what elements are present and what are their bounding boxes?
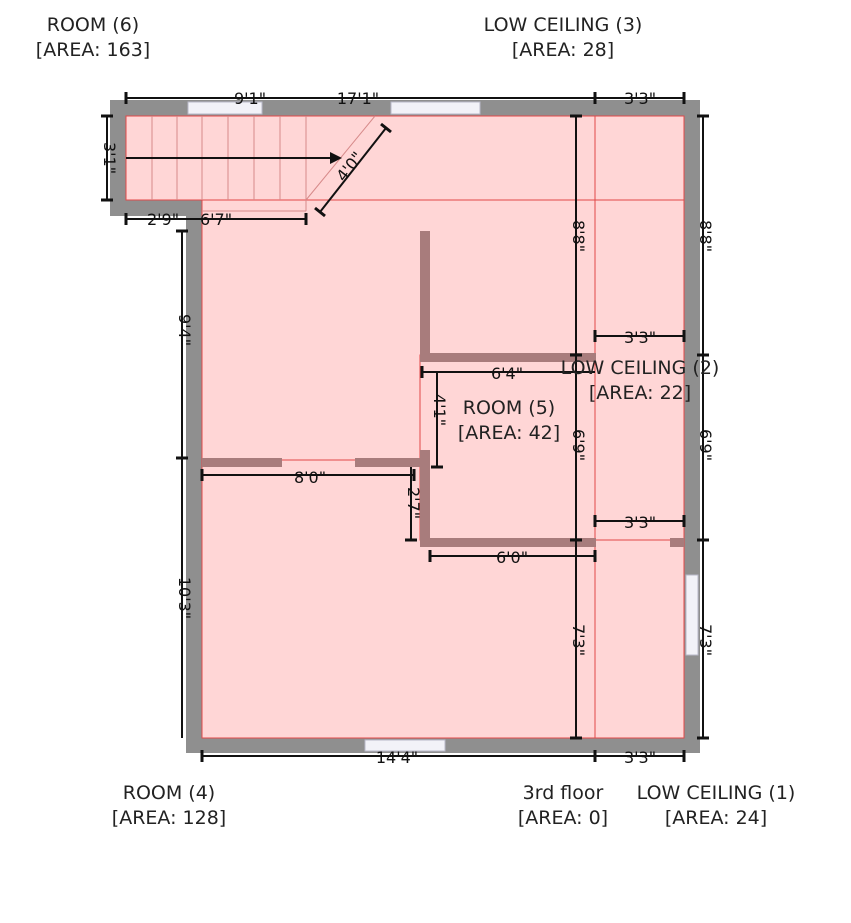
low-ceiling-stub-wall [670,538,684,547]
hall-wall-right [355,458,420,467]
dim-label: 7'3" [569,624,588,656]
room-outline [201,115,685,739]
dim-label: 2'7" [404,487,423,519]
window-south [364,739,446,752]
room-name: ROOM (6) [47,14,139,36]
hall-wall-left [202,458,282,467]
window-north-1 [187,101,263,115]
west-wall [186,200,202,753]
room-5-north-wall [420,353,596,362]
dim-label: 6'0" [496,548,528,567]
main-floor [202,116,684,738]
room-name: ROOM (4) [123,782,215,804]
floor-area: [AREA: 0] [518,807,608,829]
dim-tick [314,206,326,218]
room-5-west-wall [420,450,430,546]
window-north-2 [390,101,481,115]
dim-label: 8'8" [696,220,715,252]
staircase [126,115,376,212]
dim-label: 3'3" [624,513,656,532]
room-area: [AREA: 28] [512,39,614,61]
interior-walls [202,231,684,547]
room-name: ROOM (5) [463,397,555,419]
dim-label: 7'3" [696,624,715,656]
dim-label: 3'3" [624,89,656,108]
dim-label: 17'1" [337,89,379,108]
room-labels: ROOM (6) [AREA: 163] LOW CEILING (3) [AR… [36,14,796,829]
dim-label: 3'3" [624,328,656,347]
dim-label: 6'7" [200,210,232,229]
dim-label: 9'4" [175,314,194,346]
stair-direction-arrow [330,152,342,164]
dim-label: 8'8" [569,220,588,252]
stair-west-wall [110,100,126,216]
partition-upper [420,231,430,355]
dim-label: 3'3" [624,748,656,767]
dimension-labels: 9'1" 17'1" 3'3" 3'1" 2'9" 6'7" 4'0" 8'8"… [100,89,715,767]
room-area: [AREA: 128] [112,807,226,829]
dim-tick [380,122,392,134]
room-area: [AREA: 163] [36,39,150,61]
dim-label: 6'4" [491,364,523,383]
room-name: LOW CEILING (2) [561,357,720,379]
dim-label: 10'3" [175,577,194,619]
dim-label: 6'9" [569,429,588,461]
room-name: LOW CEILING (3) [484,14,643,36]
room-area: [AREA: 24] [665,807,767,829]
dim-label: 14'4" [376,748,418,767]
floor-name: 3rd floor [523,782,604,804]
room-area: [AREA: 22] [589,382,691,404]
stair-ledge-wall [110,200,202,216]
dim-label: 6'9" [696,429,715,461]
room-area: [AREA: 42] [458,422,560,444]
dim-label: 2'9" [147,210,179,229]
dim-label: 3'1" [100,142,119,174]
dim-label: 4'1" [430,394,449,426]
dim-line-stair-diag [319,127,387,213]
dimension-lines [101,92,709,762]
dim-label: 8'0" [294,468,326,487]
dim-label: 9'1" [234,89,266,108]
room-name: LOW CEILING (1) [637,782,796,804]
windows [187,101,699,752]
window-east [685,574,699,656]
room-5-south-wall [420,538,596,547]
